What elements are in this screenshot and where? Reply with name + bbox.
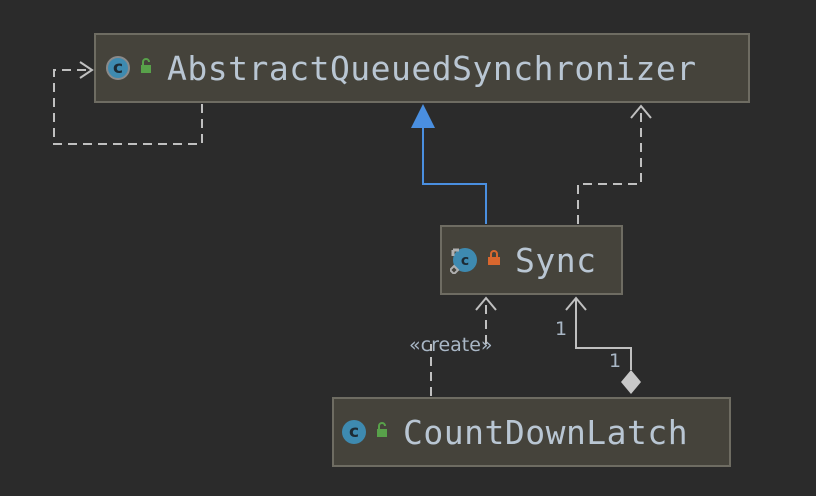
class-name: AbstractQueuedSynchronizer xyxy=(167,48,697,88)
composition-arrowhead xyxy=(565,296,587,311)
countdownlatch-multiplicity-label: 1 xyxy=(609,350,622,372)
public-unlocked-icon xyxy=(375,421,389,443)
class-node-sync[interactable]: c Sync xyxy=(440,225,623,295)
class-name: Sync xyxy=(515,240,597,280)
composition-edge xyxy=(575,298,632,370)
private-locked-icon xyxy=(487,249,501,271)
composition-diamond xyxy=(621,370,641,394)
class-node-aqs[interactable]: c AbstractQueuedSynchronizer xyxy=(94,33,750,103)
abstract-class-icon: c xyxy=(448,246,478,276)
self-dependency-edge xyxy=(53,69,203,145)
self-dependency-arrowhead xyxy=(79,61,94,79)
create-stereotype-label: «create» xyxy=(409,334,493,356)
class-node-countdownlatch[interactable]: c CountDownLatch xyxy=(332,397,731,467)
class-icon: c xyxy=(106,56,130,80)
public-unlocked-icon xyxy=(139,57,153,79)
generalization-edge xyxy=(422,128,487,224)
sync-multiplicity-label: 1 xyxy=(555,318,568,340)
class-icon: c xyxy=(342,420,366,444)
class-name: CountDownLatch xyxy=(403,412,689,452)
create-dependency-arrowhead xyxy=(475,296,497,311)
sync-dependency-arrowhead xyxy=(630,104,652,119)
create-dependency-edge xyxy=(430,298,487,396)
sync-dependency-edge xyxy=(577,106,642,224)
generalization-arrowhead xyxy=(411,104,435,128)
svg-text:c: c xyxy=(461,253,469,269)
